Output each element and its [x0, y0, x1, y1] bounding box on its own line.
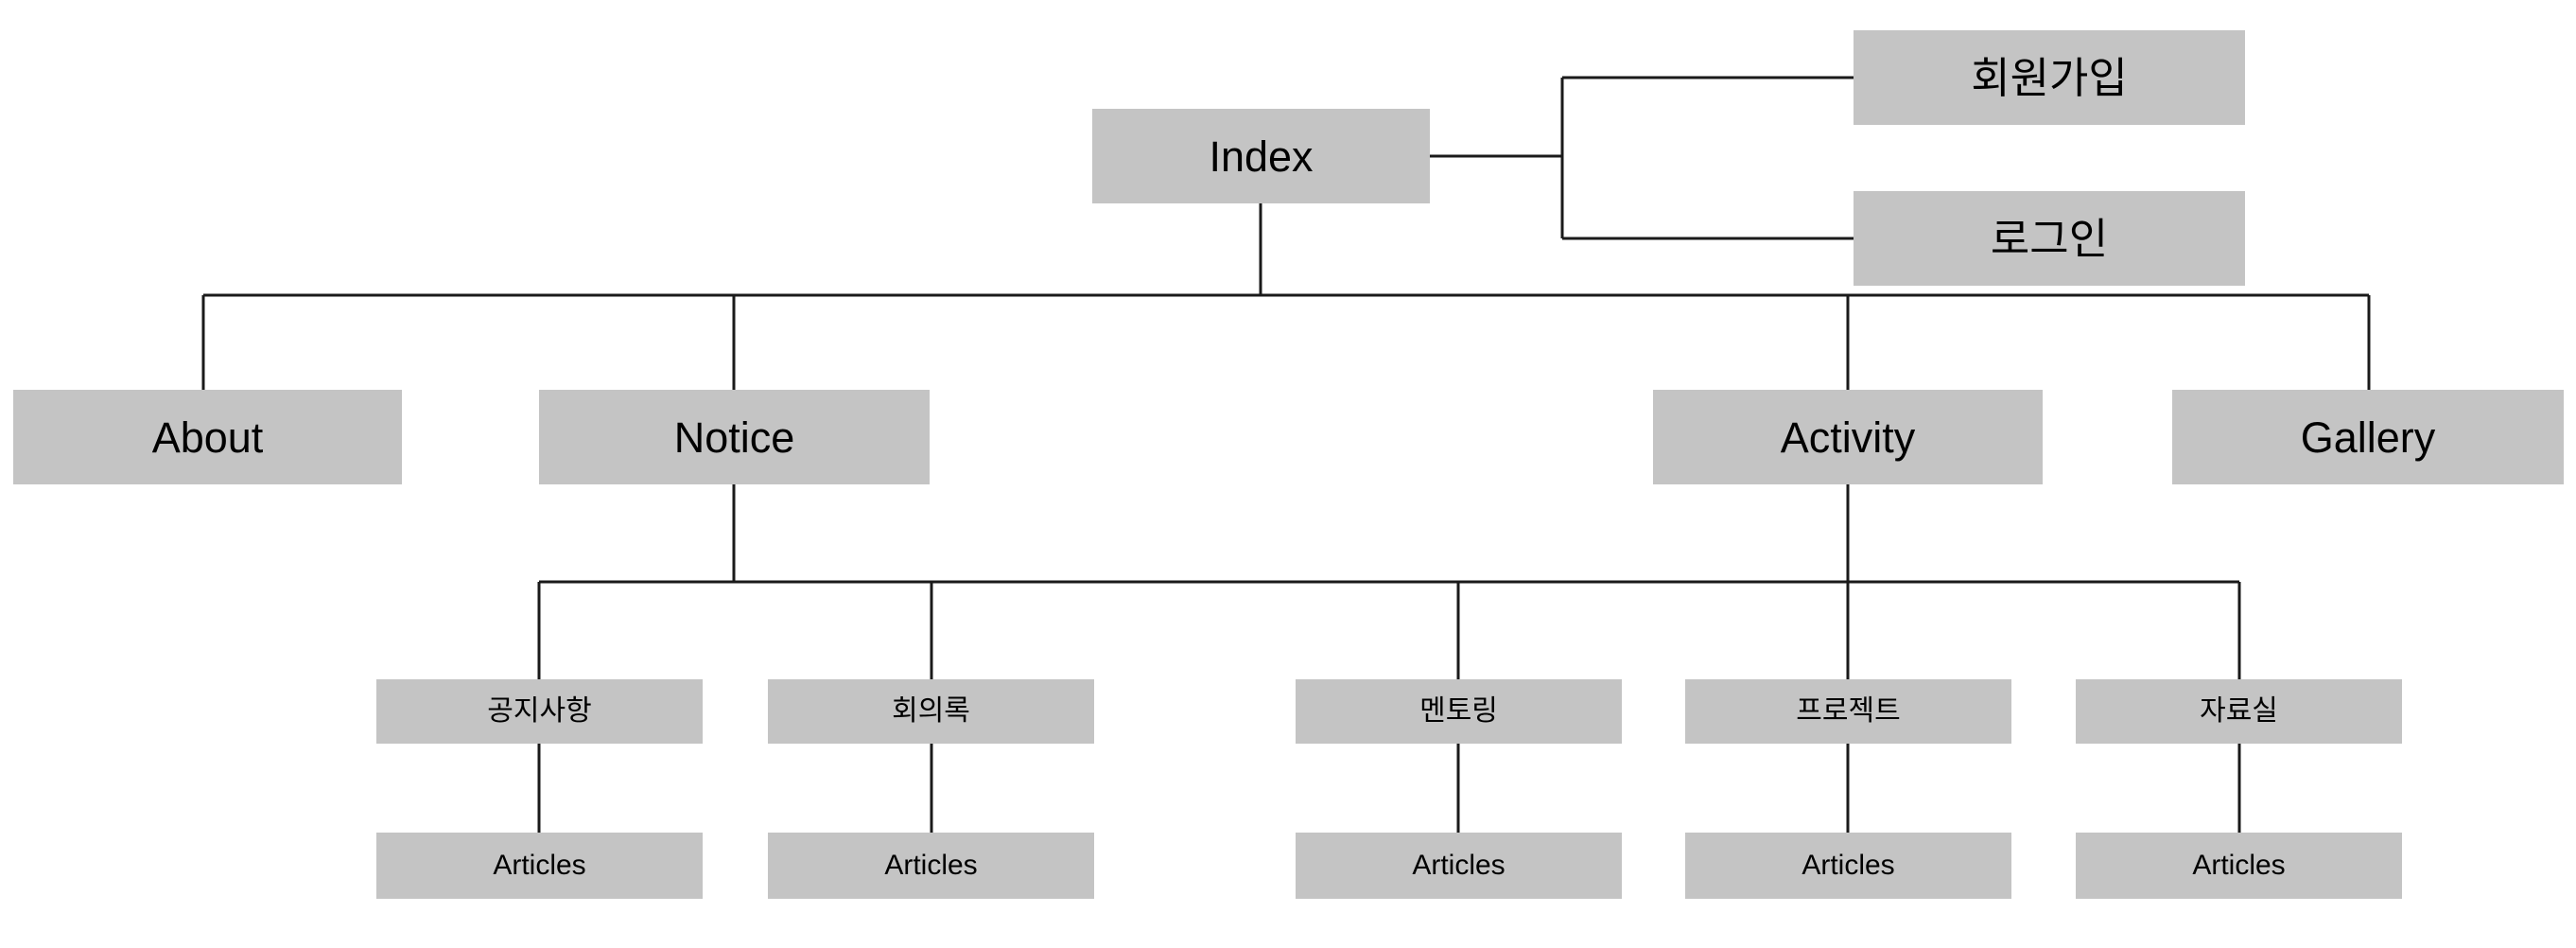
node-login-label: 로그인	[1990, 214, 2109, 263]
node-mentoring[interactable]: 멘토링	[1296, 679, 1622, 744]
node-notice-label: Notice	[673, 413, 795, 462]
node-articles-notices-label: Articles	[493, 850, 586, 881]
node-articles-mentoring-label: Articles	[1412, 850, 1506, 881]
node-gallery-label: Gallery	[2300, 413, 2436, 462]
node-meeting-minutes-label: 회의록	[892, 695, 970, 727]
node-articles-project[interactable]: Articles	[1685, 833, 2011, 899]
node-articles-meeting-minutes-label: Articles	[884, 850, 978, 881]
node-login[interactable]: 로그인	[1854, 191, 2245, 286]
node-signup-label: 회원가입	[1971, 53, 2128, 102]
node-articles-project-label: Articles	[1801, 850, 1895, 881]
node-notice[interactable]: Notice	[539, 390, 930, 484]
node-index[interactable]: Index	[1092, 109, 1430, 203]
node-meeting-minutes[interactable]: 회의록	[768, 679, 1094, 744]
node-notices[interactable]: 공지사항	[376, 679, 703, 744]
node-notices-label: 공지사항	[487, 695, 592, 727]
node-activity[interactable]: Activity	[1653, 390, 2043, 484]
node-project[interactable]: 프로젝트	[1685, 679, 2011, 744]
node-index-label: Index	[1209, 132, 1314, 181]
node-project-label: 프로젝트	[1796, 695, 1901, 727]
node-mentoring-label: 멘토링	[1419, 695, 1498, 727]
node-articles-notices[interactable]: Articles	[376, 833, 703, 899]
node-about-label: About	[151, 413, 264, 462]
node-about[interactable]: About	[13, 390, 402, 484]
node-articles-mentoring[interactable]: Articles	[1296, 833, 1622, 899]
node-archive-label: 자료실	[2200, 695, 2278, 727]
node-signup[interactable]: 회원가입	[1854, 30, 2245, 125]
node-activity-label: Activity	[1780, 413, 1916, 462]
node-articles-archive-label: Articles	[2192, 850, 2286, 881]
node-articles-meeting-minutes[interactable]: Articles	[768, 833, 1094, 899]
node-articles-archive[interactable]: Articles	[2076, 833, 2402, 899]
node-archive[interactable]: 자료실	[2076, 679, 2402, 744]
node-gallery[interactable]: Gallery	[2172, 390, 2564, 484]
